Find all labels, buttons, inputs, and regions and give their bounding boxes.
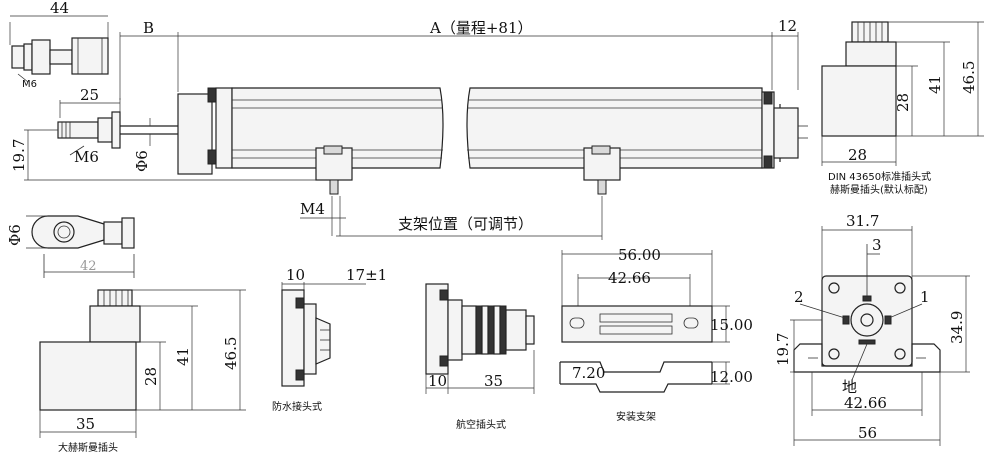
caption-aviation: 航空插头式 — [456, 418, 506, 431]
dim-wp-17: 17±1 — [346, 266, 387, 284]
rod-end-joint-top: 44 M6 — [9, 0, 109, 90]
plug-pin-layout: 31.7 3 2 1 地 34.9 19.7 42.6 — [774, 212, 970, 446]
dim-pin-34-9: 34.9 — [948, 311, 966, 344]
waterproof-connector: 10 17±1 防水接头式 — [272, 266, 387, 413]
dim-pin-42-66: 42.66 — [844, 394, 887, 412]
dim-pin-56: 56 — [858, 424, 877, 442]
caption-bracket: 安装支架 — [616, 410, 656, 423]
dim-wp-10: 10 — [286, 266, 305, 284]
dim-din-28-vertical: 28 — [894, 93, 912, 112]
dim-25: 25 — [80, 86, 99, 104]
big-hirschmann-plug: 28 41 46.5 35 大赫斯曼插头 — [39, 289, 246, 454]
label-pin-ground: 地 — [842, 378, 857, 396]
dim-big-35: 35 — [76, 415, 95, 433]
dim-br-15: 15.00 — [710, 316, 753, 334]
dim-din-28-horizontal: 28 — [848, 146, 867, 164]
din-plug: 28 41 46.5 28 DIN 43650标准插头式 赫斯曼插头(默认标配) — [821, 21, 984, 196]
mounting-bracket: 56.00 42.66 15.00 7.20 12.00 安装支架 — [559, 246, 753, 423]
label-pin-3: 3 — [872, 236, 882, 254]
rod-nut-side: 25 M6 19.7 Φ6 — [10, 86, 330, 181]
dim-av-10: 10 — [428, 372, 447, 390]
aviation-connector: 10 35 航空插头式 — [425, 283, 535, 431]
dim-big-28: 28 — [142, 367, 160, 386]
dim-pin-19-7: 19.7 — [774, 333, 792, 366]
caption-din-line1: DIN 43650标准插头式 — [828, 170, 931, 183]
dim-42-gray: 42 — [80, 259, 97, 274]
caption-big-hirschmann: 大赫斯曼插头 — [58, 441, 118, 454]
dim-br-7-2: 7.20 — [572, 364, 605, 382]
caption-din-line2: 赫斯曼插头(默认标配) — [830, 183, 928, 196]
dim-pin-31-7: 31.7 — [846, 212, 879, 230]
label-m4: M4 — [300, 200, 325, 218]
label-m6: M6 — [74, 148, 99, 166]
dim-br-56: 56.00 — [618, 246, 661, 264]
rod-end-joint-topview: Φ6 42 — [6, 215, 135, 278]
dim-din-41: 41 — [926, 75, 944, 94]
dim-phi6-rod: Φ6 — [133, 150, 151, 172]
dim-av-35: 35 — [484, 372, 503, 390]
dim-phi6-joint: Φ6 — [6, 224, 24, 246]
dim-a-range: A（量程+81） — [429, 19, 533, 37]
sensor-main-body: B A（量程+81） 12 — [119, 17, 808, 240]
dim-br-12: 12.00 — [710, 368, 753, 386]
label-pin-1: 1 — [920, 288, 930, 306]
dim-44: 44 — [50, 0, 69, 17]
dim-big-41: 41 — [174, 347, 192, 366]
dim-19-7: 19.7 — [10, 139, 28, 172]
dim-b: B — [143, 19, 154, 37]
label-bracket-position: 支架位置（可调节） — [398, 215, 533, 233]
dim-12: 12 — [778, 17, 797, 35]
label-m6-top: M6 — [22, 79, 37, 90]
dim-big-46-5: 46.5 — [222, 337, 240, 370]
caption-waterproof: 防水接头式 — [272, 400, 322, 413]
dim-br-42: 42.66 — [608, 269, 651, 287]
dim-din-46-5: 46.5 — [960, 61, 978, 94]
label-pin-2: 2 — [794, 288, 804, 306]
